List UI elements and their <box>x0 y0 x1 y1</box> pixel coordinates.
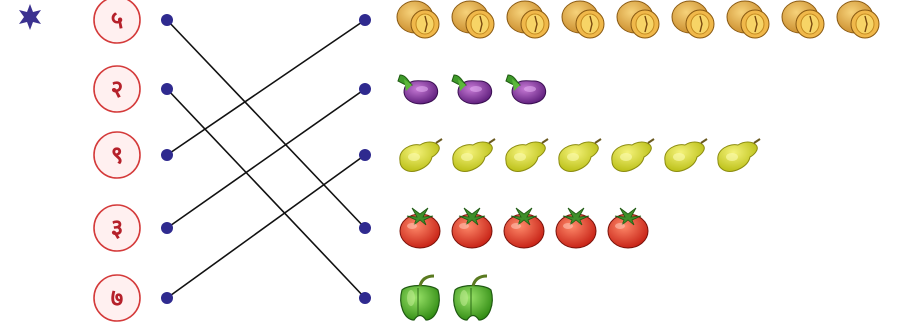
connection-line <box>166 88 366 229</box>
right-connector-dot[interactable] <box>359 83 371 95</box>
right-connector-dot[interactable] <box>359 149 371 161</box>
melon-icon <box>561 0 605 39</box>
connection-lines <box>166 19 366 299</box>
melon-icon <box>781 0 825 39</box>
melon-icon <box>396 0 440 39</box>
melon-icon <box>671 0 715 39</box>
item-row-bell-pepper <box>400 274 493 321</box>
connection-line <box>166 19 366 156</box>
tomato-icon <box>555 207 597 249</box>
number-label: ५ <box>111 6 123 34</box>
eggplant-icon <box>451 74 493 105</box>
pear-icon <box>452 138 496 172</box>
eggplant-icon <box>505 74 547 105</box>
tomato-icon <box>451 207 493 249</box>
six-point-star-icon <box>19 4 41 30</box>
item-row-eggplant <box>397 74 547 105</box>
connection-line <box>166 88 366 299</box>
item-row-melon <box>396 0 880 39</box>
right-connector-dot[interactable] <box>359 14 371 26</box>
eggplant-icon <box>397 74 439 105</box>
left-connector-dot[interactable] <box>161 222 173 234</box>
connection-line <box>166 19 366 229</box>
number-label: ९ <box>111 141 123 169</box>
number-circle: ९ <box>93 131 141 179</box>
left-connector-dot[interactable] <box>161 14 173 26</box>
item-row-pear <box>399 138 761 172</box>
number-label: ३ <box>111 214 123 242</box>
melon-icon <box>726 0 770 39</box>
number-circle: ५ <box>93 0 141 44</box>
bell-pepper-icon <box>453 274 493 321</box>
number-column: ५ २ ९ ३ ७ <box>93 0 141 322</box>
connection-line <box>166 154 366 299</box>
number-label: २ <box>111 75 123 103</box>
bell-pepper-icon <box>400 274 440 321</box>
right-connector-dot[interactable] <box>359 222 371 234</box>
tomato-icon <box>399 207 441 249</box>
pear-icon <box>505 138 549 172</box>
item-rows <box>396 0 880 321</box>
pear-icon <box>558 138 602 172</box>
number-circle: ३ <box>93 204 141 252</box>
number-circle: ७ <box>93 274 141 322</box>
pear-icon <box>399 138 443 172</box>
pear-icon <box>664 138 708 172</box>
melon-icon <box>451 0 495 39</box>
right-connector-dot[interactable] <box>359 292 371 304</box>
left-connector-dot[interactable] <box>161 292 173 304</box>
melon-icon <box>506 0 550 39</box>
melon-icon <box>836 0 880 39</box>
number-circle: २ <box>93 65 141 113</box>
left-connector-dot[interactable] <box>161 149 173 161</box>
melon-icon <box>616 0 660 39</box>
number-label: ७ <box>111 284 123 312</box>
connector-dots <box>161 14 371 304</box>
pear-icon <box>611 138 655 172</box>
item-row-tomato <box>399 207 649 249</box>
pear-icon <box>717 138 761 172</box>
tomato-icon <box>503 207 545 249</box>
left-connector-dot[interactable] <box>161 83 173 95</box>
tomato-icon <box>607 207 649 249</box>
